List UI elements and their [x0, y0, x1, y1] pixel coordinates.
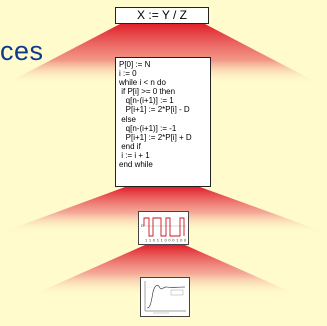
algorithm-line: q[n-(i+1)] := -1: [119, 123, 177, 133]
waveform-bit-label: 1: [161, 238, 164, 243]
scope-annotation-box: [170, 289, 184, 296]
algorithm-box: P[0] := N i := 0 while i < n do if P[i] …: [115, 57, 211, 187]
waveform-axis-label: D: [141, 223, 144, 228]
slide-title-fragment: ces: [0, 36, 44, 66]
waveform-bit-label: 0: [153, 238, 156, 243]
algorithm-line: end if: [119, 141, 141, 151]
waveform-bit-label: 0: [184, 238, 187, 243]
beam-waveform-to-scope: [30, 245, 300, 296]
waveform-trace: [143, 217, 185, 237]
beam-algorithm-to-waveform: [0, 187, 327, 233]
algorithm-line: P[i+1] := 2*P[i] - D: [119, 105, 190, 115]
equation-box: X := Y / Z: [115, 7, 209, 24]
waveform-bit-label: 0: [172, 238, 175, 243]
waveform-bit-label: 1: [157, 238, 160, 243]
algorithm-line: P[i+1] := 2*P[i] + D: [119, 132, 192, 142]
algorithm-line: end while: [119, 160, 153, 170]
waveform-bit-label: 0: [168, 238, 171, 243]
algorithm-line: if P[i] >= 0 then: [119, 87, 176, 97]
waveform-bit-label: 0: [165, 238, 168, 243]
analog-scope-box: [140, 277, 190, 317]
waveform-bit-label: 1: [176, 238, 179, 243]
waveform-bit-label: 1: [149, 238, 152, 243]
algorithm-line: P[0] := N: [119, 60, 151, 69]
algorithm-line: q[n-(i+1)] := 1: [119, 96, 174, 106]
algorithm-line: while i < n do: [119, 78, 166, 88]
analog-scope: [144, 281, 186, 314]
waveform-bit-label: 0: [180, 238, 183, 243]
algorithm-line: i := i + 1: [119, 150, 150, 160]
beam-equation-to-algorithm: [5, 24, 320, 84]
algorithm-line: i := 0: [119, 69, 137, 79]
scope-trace: [146, 285, 186, 309]
waveform-bit-label: 1: [145, 238, 148, 243]
algorithm-line: else: [119, 114, 136, 124]
